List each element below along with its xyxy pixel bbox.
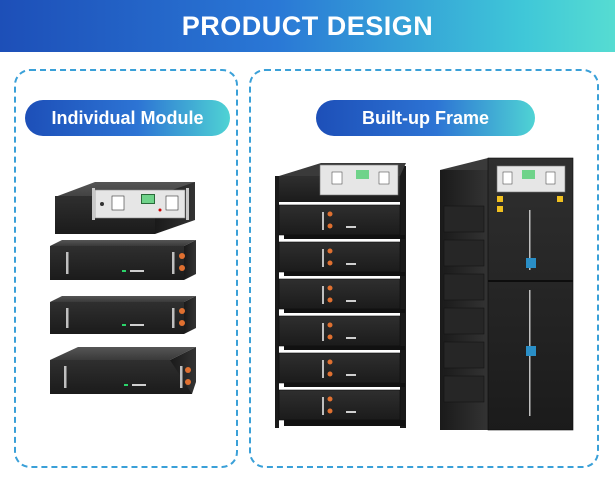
built-up-frame-title: Built-up Frame bbox=[316, 100, 535, 136]
battery-module bbox=[50, 240, 196, 280]
rack-module bbox=[278, 241, 405, 276]
rack-module bbox=[278, 204, 405, 239]
rack-module bbox=[278, 315, 405, 350]
closed-cabinet bbox=[440, 157, 574, 431]
controller-module bbox=[55, 182, 195, 234]
page-title: PRODUCT DESIGN bbox=[181, 10, 434, 41]
header-banner: PRODUCT DESIGN bbox=[0, 0, 615, 52]
battery-module bbox=[50, 347, 196, 394]
battery-module bbox=[50, 296, 196, 334]
rack-module bbox=[278, 278, 405, 313]
individual-module-panel bbox=[14, 69, 238, 468]
rack-module bbox=[278, 389, 405, 426]
rack-module bbox=[278, 352, 405, 387]
built-up-frame-panel bbox=[249, 69, 599, 468]
open-rack-stack bbox=[275, 163, 406, 428]
individual-module-title: Individual Module bbox=[25, 100, 230, 136]
